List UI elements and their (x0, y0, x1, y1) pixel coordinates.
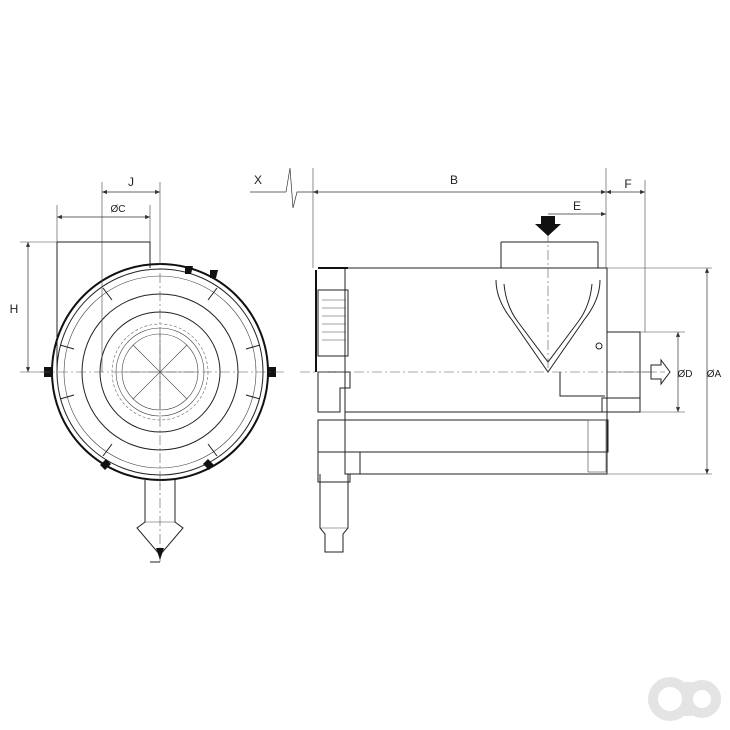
dim-label-x: X (254, 173, 262, 187)
shell-ribs (59, 287, 261, 457)
outlet-flange (601, 397, 641, 413)
cover-end (317, 289, 349, 357)
break-symbol (285, 167, 313, 209)
lower-latch (317, 451, 361, 483)
air-outlet-arrow-icon (650, 358, 671, 386)
air-inlet-arrow-icon (535, 216, 561, 236)
dim-label-d: ØD (678, 369, 693, 380)
main-body-outline (344, 267, 608, 475)
dim-label-f: F (624, 177, 631, 191)
front-view (40, 241, 285, 563)
side-vacuator (319, 474, 349, 553)
filter-element-section (317, 419, 609, 453)
side-view-dimensions: X B F E ØD ØA (250, 167, 722, 475)
dim-label-b: B (450, 173, 458, 187)
side-view (300, 216, 671, 553)
brand-logo (648, 677, 721, 721)
dim-label-h: H (10, 302, 19, 316)
dim-label-c: ØC (111, 204, 126, 215)
outlet-elbow (559, 372, 605, 397)
dim-label-j: J (128, 175, 134, 189)
service-indicator-port (595, 342, 603, 350)
dim-label-e: E (573, 199, 581, 213)
inlet-hood-top (500, 241, 599, 268)
cover-flange (315, 267, 348, 372)
dim-label-a: ØA (707, 369, 722, 380)
front-view-dimensions: J ØC H (10, 175, 161, 373)
